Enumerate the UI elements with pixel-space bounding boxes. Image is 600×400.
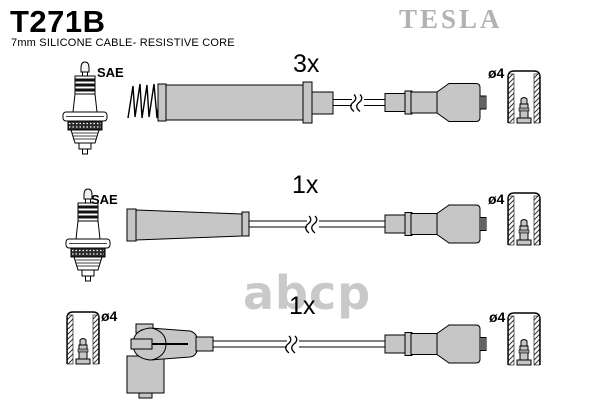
straight-boot-icon	[384, 324, 487, 364]
cable-break-icon	[305, 215, 318, 234]
socket-cap-icon	[507, 70, 541, 124]
row2-quantity: 1x	[292, 171, 319, 199]
spring-coil-straight-boot-icon	[157, 81, 334, 124]
row2-sae-label: SAE	[91, 192, 118, 207]
row2-diameter-label: ø4	[488, 191, 505, 207]
row1-diameter-label: ø4	[488, 65, 505, 81]
brand-logo: TESLA	[399, 4, 503, 34]
socket-cap-icon	[66, 311, 100, 365]
row3-left-diameter-label: ø4	[101, 308, 118, 324]
cable-row-3	[66, 311, 541, 399]
socket-cap-icon	[507, 192, 541, 246]
cable-break-icon	[285, 335, 298, 354]
cable-row-1	[62, 61, 541, 155]
row3-quantity: 1x	[289, 292, 316, 320]
cable	[213, 335, 385, 354]
straight-boot-icon	[384, 83, 487, 122]
product-description: 7mm SILICONE CABLE- RESISTIVE CORE	[11, 37, 235, 49]
cable-row-2	[65, 188, 541, 282]
cable	[249, 215, 385, 234]
straight-boot-icon	[384, 204, 487, 244]
socket-cap-icon	[507, 312, 541, 366]
cable	[333, 93, 385, 113]
elbow-90deg-boot-icon	[126, 323, 214, 399]
cable-break-icon	[350, 93, 363, 113]
spring-icon	[127, 83, 161, 119]
row3-right-diameter-label: ø4	[489, 309, 506, 325]
watermark: abcp	[243, 266, 372, 320]
part-number: T271B	[10, 4, 106, 39]
row1-quantity: 3x	[293, 50, 320, 78]
row1-sae-label: SAE	[97, 65, 124, 80]
tapered-straight-boot-icon	[126, 208, 250, 242]
